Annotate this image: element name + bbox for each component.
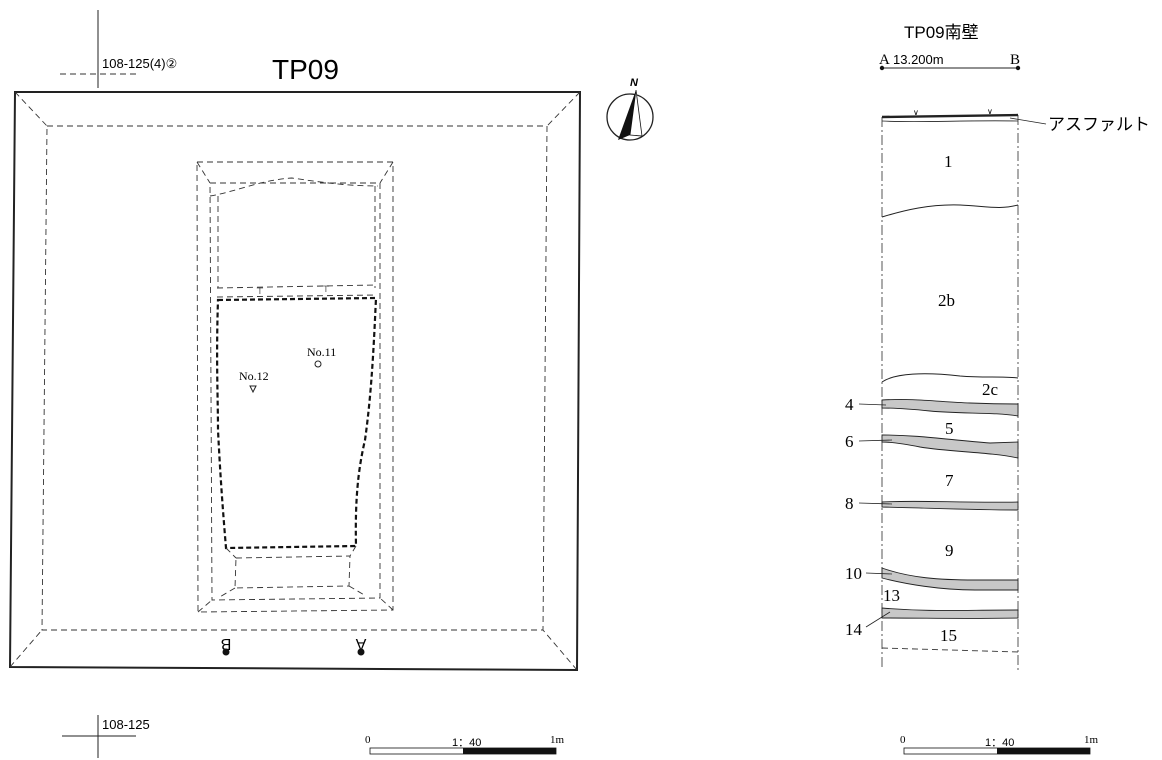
find-no12: No.12 bbox=[239, 369, 269, 394]
asphalt-label: アスファルト bbox=[1048, 115, 1150, 134]
plan-view: 108-125(4)② TP09 N bbox=[8, 10, 654, 758]
find-no11-label: No.11 bbox=[307, 345, 336, 359]
svg-text:⊤: ⊤ bbox=[322, 284, 330, 294]
section-point-b-label: B bbox=[221, 635, 232, 652]
layer-label-1: 1 bbox=[944, 152, 953, 171]
grid-ref-bottom-label: 108-125 bbox=[102, 717, 150, 732]
scale-right-end: 1m bbox=[1084, 734, 1099, 746]
scale-left-start: 0 bbox=[365, 734, 371, 746]
north-arrow-icon: N bbox=[606, 77, 654, 141]
section-point-b-top: B bbox=[1010, 52, 1020, 68]
layer-label-5: 5 bbox=[945, 419, 954, 438]
layer-label-4: 4 bbox=[845, 395, 854, 414]
layer-label-9: 9 bbox=[945, 541, 954, 560]
level-mark-icon: ⊤ ⊤ bbox=[256, 284, 330, 296]
layer-14 bbox=[881, 607, 1019, 619]
excavation-boundary bbox=[216, 296, 378, 550]
scale-left-end: 1m bbox=[550, 734, 565, 746]
scale-right-ratio: 1：40 bbox=[985, 737, 1014, 749]
find-no11: No.11 bbox=[307, 345, 336, 368]
layer-label-2b: 2b bbox=[938, 291, 955, 310]
scale-bar-left: 0 1：40 1m bbox=[365, 734, 565, 755]
layer-label-15: 15 bbox=[940, 626, 957, 645]
layer-label-13: 13 bbox=[883, 586, 900, 605]
section-point-a: A bbox=[355, 635, 366, 656]
section-point-a-label: A bbox=[355, 635, 366, 652]
section-point-b: B bbox=[221, 635, 232, 656]
grid-marker-bottom: 108-125 bbox=[62, 715, 150, 758]
layer-4 bbox=[881, 398, 1019, 417]
plan-title: TP09 bbox=[272, 54, 339, 85]
layer-label-2c: 2c bbox=[982, 380, 999, 399]
section-point-a-top: A bbox=[879, 52, 890, 68]
layer-10 bbox=[881, 567, 1019, 591]
scale-right-start: 0 bbox=[900, 734, 906, 746]
scale-bar-right: 0 1：40 1m bbox=[900, 734, 1099, 755]
layer-label-8: 8 bbox=[845, 494, 854, 513]
elevation-label: 13.200m bbox=[893, 52, 944, 67]
layer-label-7: 7 bbox=[945, 471, 954, 490]
svg-text:⊤: ⊤ bbox=[256, 286, 264, 296]
north-label: N bbox=[630, 77, 639, 89]
trench-floor bbox=[41, 125, 548, 631]
layer-label-14: 14 bbox=[845, 620, 863, 639]
grid-marker-top: 108-125(4)② bbox=[60, 10, 177, 88]
layer-label-6: 6 bbox=[845, 432, 854, 451]
layer-6 bbox=[881, 434, 1019, 459]
section-title: TP09南壁 bbox=[904, 23, 979, 42]
layer-8 bbox=[881, 500, 1019, 511]
section-view: TP09南壁 A 13.200m B ∨ ∨ アスファルト bbox=[845, 23, 1150, 755]
grid-ref-top-label: 108-125(4)② bbox=[102, 56, 177, 71]
find-no12-label: No.12 bbox=[239, 369, 269, 383]
svg-text:∨: ∨ bbox=[987, 107, 993, 116]
trench-outline bbox=[8, 91, 582, 672]
datum-line: A 13.200m B bbox=[879, 52, 1021, 71]
scale-left-ratio: 1：40 bbox=[452, 737, 481, 749]
layer-label-10: 10 bbox=[845, 564, 862, 583]
asphalt-surface: ∨ ∨ アスファルト bbox=[881, 107, 1150, 134]
svg-text:∨: ∨ bbox=[913, 108, 919, 117]
